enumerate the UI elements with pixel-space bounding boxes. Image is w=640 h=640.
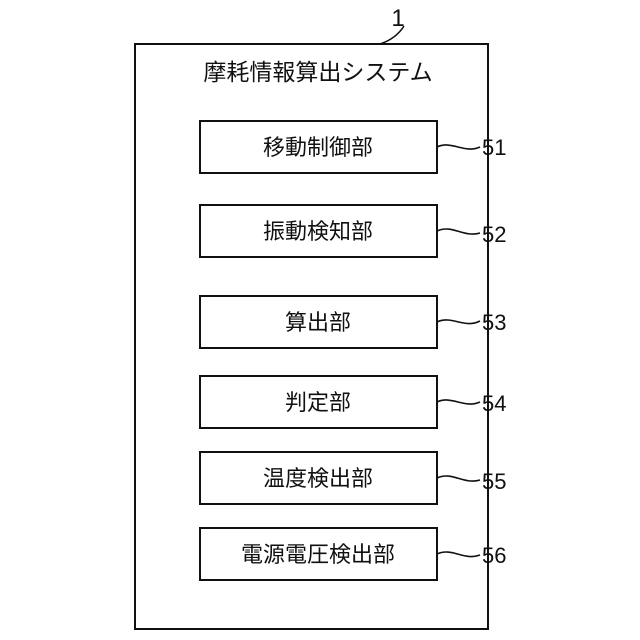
module-label: 温度検出部 (263, 467, 373, 492)
module-reference-number: 52 (482, 222, 506, 247)
module-reference-number: 54 (482, 391, 506, 416)
module-reference-number: 56 (482, 543, 506, 568)
module-reference-number: 55 (482, 469, 506, 494)
system-title: 摩耗情報算出システム (203, 60, 432, 86)
module-reference-number: 53 (482, 310, 506, 335)
module-reference-number: 51 (482, 135, 506, 160)
module-label: 移動制御部 (263, 136, 373, 161)
module-label: 電源電圧検出部 (241, 543, 395, 568)
module-label: 判定部 (285, 391, 351, 416)
module-label: 算出部 (285, 311, 351, 336)
module-label: 振動検知部 (263, 220, 373, 245)
